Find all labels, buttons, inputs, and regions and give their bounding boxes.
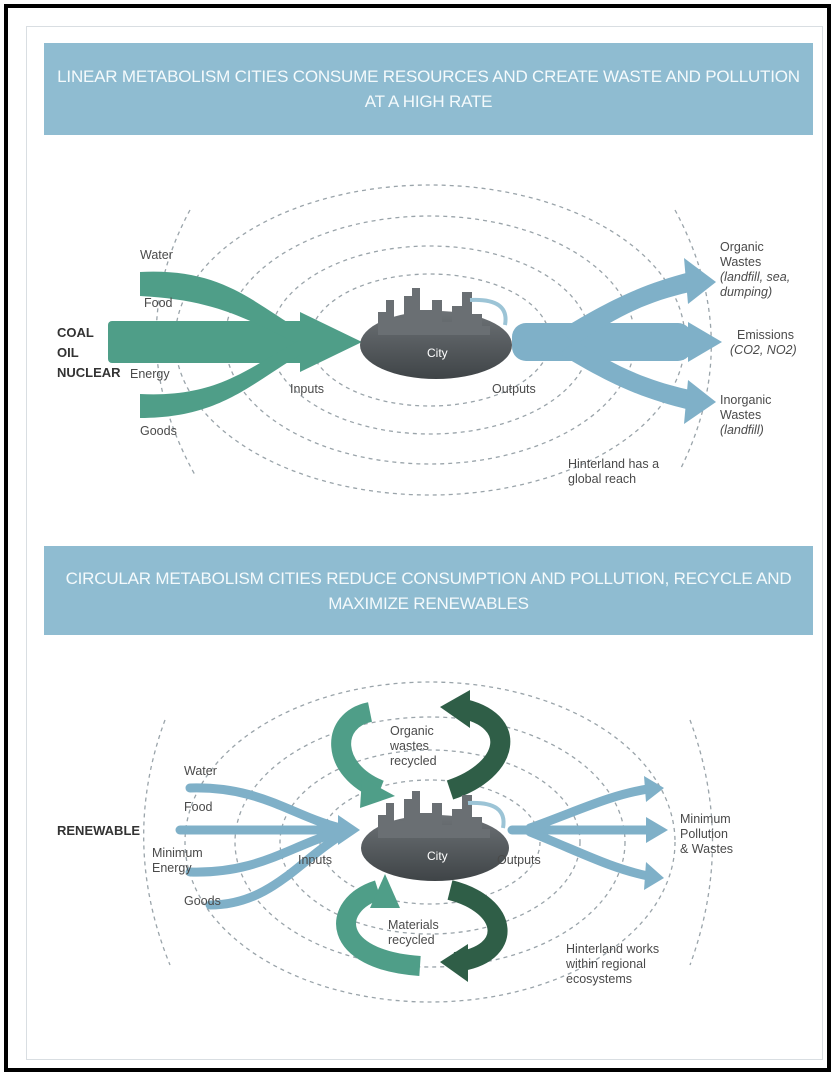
minimum-pollution-line2: Pollution bbox=[680, 827, 728, 841]
city-swoosh bbox=[469, 297, 508, 326]
output-arrowhead-bottom bbox=[684, 380, 716, 424]
arrowhead bbox=[440, 944, 468, 982]
hinterland-note-line1: Hinterland works bbox=[566, 942, 660, 956]
input-food-label: Food bbox=[184, 800, 213, 814]
input-arrowhead bbox=[300, 312, 362, 372]
linear-city-icon bbox=[360, 288, 512, 379]
hinterland-note-line3: ecosystems bbox=[566, 972, 632, 986]
linear-output-arrows bbox=[512, 258, 722, 424]
materials-recycled-line2: recycled bbox=[388, 933, 435, 947]
output-branch-bottom bbox=[560, 340, 690, 410]
city-swoosh bbox=[467, 800, 506, 829]
ring bbox=[234, 716, 626, 968]
circular-city-icon bbox=[361, 791, 509, 881]
source-nuclear: NUCLEAR bbox=[57, 365, 121, 380]
diagram-panel bbox=[26, 26, 823, 1060]
inorganic-wastes-note: (landfill) bbox=[720, 423, 764, 437]
arrowhead bbox=[360, 778, 395, 808]
ring bbox=[184, 681, 676, 1003]
organic-loop-dark bbox=[446, 698, 511, 800]
input-energy-label: Energy bbox=[152, 861, 192, 875]
inorganic-wastes-title: Inorganic bbox=[720, 393, 772, 407]
organic-wastes-title: Organic bbox=[720, 240, 764, 254]
output-arrowhead-mid bbox=[688, 322, 722, 362]
city-skyline bbox=[378, 791, 490, 838]
inorganic-wastes-title2: Wastes bbox=[720, 408, 762, 422]
materials-recycled-line1: Materials bbox=[388, 918, 439, 932]
hinterland-note-line2: global reach bbox=[568, 472, 637, 486]
hinterland-note-line2: within regional bbox=[566, 957, 646, 971]
output-bottom bbox=[525, 827, 653, 881]
materials-loop-dark bbox=[447, 880, 508, 972]
linear-banner: LINEAR METABOLISM CITIES CONSUME RESOURC… bbox=[44, 43, 813, 135]
emissions-note: (CO2, NO2) bbox=[730, 343, 797, 357]
outputs-label: Outputs bbox=[497, 853, 541, 867]
input-goods-label: Goods bbox=[140, 424, 177, 438]
output-trunk bbox=[512, 323, 692, 361]
input-goods bbox=[205, 831, 345, 910]
input-water-label: Water bbox=[140, 248, 173, 262]
organic-recycled-line2: wastes bbox=[390, 739, 429, 753]
minimum-pollution-line1: Minimum bbox=[680, 812, 731, 826]
circular-input-arrows bbox=[175, 783, 345, 910]
recycling-arrowheads bbox=[360, 690, 470, 982]
city-label: City bbox=[427, 346, 448, 360]
input-branch-water bbox=[140, 271, 300, 345]
input-water-label: Water bbox=[184, 764, 217, 778]
input-branch-goods bbox=[140, 340, 300, 418]
emissions-title: Emissions bbox=[737, 328, 794, 342]
source-renewable: RENEWABLE bbox=[57, 823, 141, 838]
input-energy bbox=[185, 827, 345, 877]
ring bbox=[143, 719, 171, 966]
arrowhead bbox=[440, 690, 470, 728]
organic-wastes-note: (landfill, sea, bbox=[720, 270, 791, 284]
minimum-pollution-line3: & Wastes bbox=[680, 842, 734, 856]
source-coal: COAL bbox=[57, 325, 94, 340]
input-minimum-label: Minimum bbox=[152, 846, 203, 860]
circular-banner: CIRCULAR METABOLISM CITIES REDUCE CONSUM… bbox=[44, 546, 813, 635]
outputs-label: Outputs bbox=[492, 382, 536, 396]
arrowhead bbox=[644, 862, 664, 890]
circular-output-arrows bbox=[507, 784, 653, 881]
input-food-label: Food bbox=[144, 296, 173, 310]
organic-recycled-line1: Organic bbox=[390, 724, 434, 738]
input-energy-label: Energy bbox=[130, 367, 170, 381]
organic-recycled-line3: recycled bbox=[390, 754, 437, 768]
ring bbox=[279, 749, 581, 935]
organic-loop-green bbox=[331, 702, 385, 800]
arrowhead bbox=[644, 776, 664, 802]
output-arrowhead-top bbox=[684, 258, 716, 304]
linear-input-arrows bbox=[108, 271, 362, 418]
organic-wastes-note2: dumping) bbox=[720, 285, 773, 299]
hinterland-note-line1: Hinterland has a bbox=[568, 457, 660, 471]
inputs-label: Inputs bbox=[298, 853, 333, 867]
organic-wastes-title2: Wastes bbox=[720, 255, 762, 269]
city-skyline bbox=[378, 288, 490, 335]
circular-output-arrowheads bbox=[644, 776, 668, 890]
circular-input-arrowhead bbox=[338, 815, 360, 845]
arrowhead bbox=[370, 874, 400, 908]
arrowhead bbox=[646, 817, 668, 843]
input-water bbox=[185, 783, 345, 833]
ring bbox=[689, 719, 714, 966]
output-branch-top bbox=[560, 272, 690, 345]
city-label: City bbox=[427, 849, 448, 863]
input-trunk bbox=[108, 321, 308, 363]
inputs-label: Inputs bbox=[290, 382, 325, 396]
source-oil: OIL bbox=[57, 345, 79, 360]
materials-loop-green bbox=[336, 880, 421, 976]
input-goods-label: Goods bbox=[184, 894, 221, 908]
output-top bbox=[525, 784, 653, 833]
